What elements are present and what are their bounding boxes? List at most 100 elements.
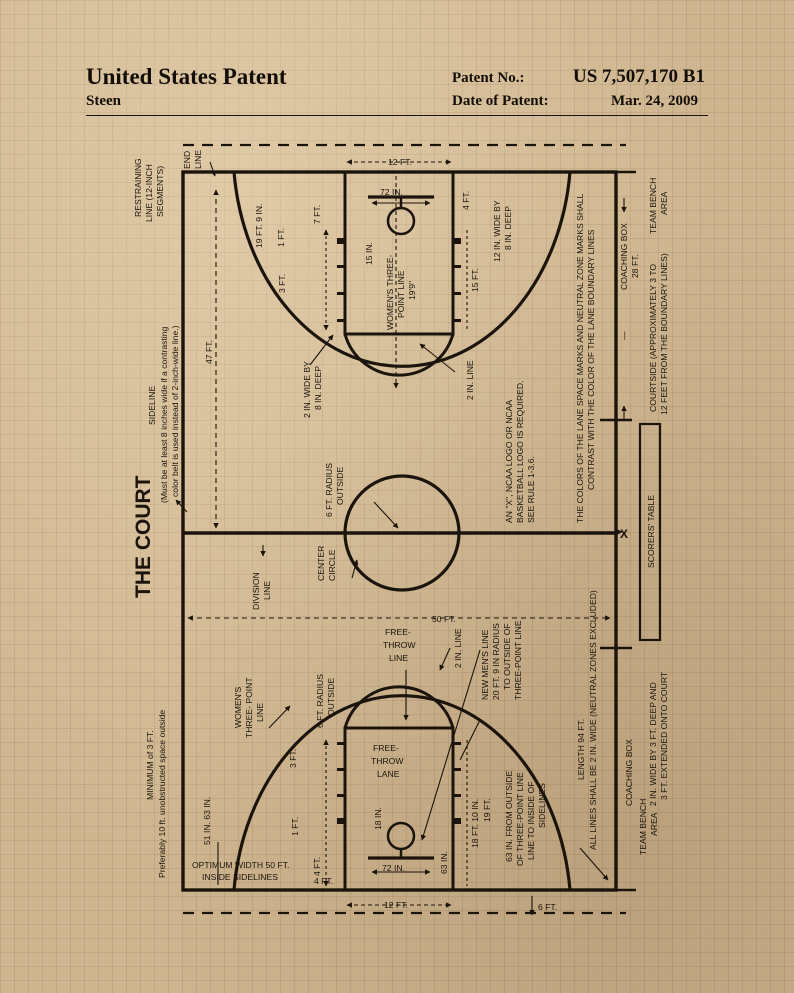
lane-mark-note-2: 8 IN. DEEP <box>503 206 513 250</box>
dim-72in-top: 72 IN. <box>380 187 403 197</box>
dim-4ft-top: 4 FT. <box>461 191 471 210</box>
center-circle-label-2: CIRCLE <box>327 549 337 581</box>
coaching-box-top-tick: — <box>619 331 629 340</box>
top-free-throw-circle <box>343 333 455 377</box>
coaching-box-bottom: COACHING BOX <box>624 739 634 806</box>
lane-color-note: THE COLORS OF THE LANE SPACE MARKS AND N… <box>575 193 585 523</box>
ncaa-note-3: SEE RULE 1-3.6. <box>526 456 536 523</box>
header-rule <box>86 115 708 116</box>
court-length-note: LENGTH 94 FT. <box>576 719 586 780</box>
dim-15ft: 15 FT. <box>470 268 480 292</box>
two-inch-line-bottom: 2 IN. LINE <box>453 628 463 668</box>
coaching-box-extension-note-2: 3 FT. EXTENDED ONTO COURT <box>659 671 669 800</box>
free-throw-lane-label: FREE- <box>373 743 399 753</box>
bottom-radius-note: 6 FT. RADIUS <box>315 674 325 728</box>
dim-19ft-9in: 19 FT. 9 IN. <box>254 204 264 248</box>
coaching-box-28ft: 28 FT. <box>630 254 640 278</box>
division-line-label-2: LINE <box>262 581 272 600</box>
courtside-note: COURTSIDE (APPROXIMATELY 3 TO <box>648 264 658 412</box>
dim-50ft: 50 FT. <box>432 614 456 624</box>
division-line-label: DIVISION <box>251 572 261 610</box>
court-length-note-2: ALL LINES SHALL BE 2 IN. WIDE (NEUTRAL Z… <box>588 590 598 850</box>
team-bench-bottom-2: AREA <box>649 812 659 836</box>
minimum-space-label: MINIMUM of 3 FT. <box>145 730 155 800</box>
bottom-basket-ring <box>386 821 416 851</box>
new-mens-line-note: NEW MEN'S LINE <box>480 629 490 700</box>
center-radius-note-2: OUTSIDE <box>335 467 345 505</box>
optimum-width-note-2: INSIDE SIDELINES <box>202 872 278 882</box>
end-line-label-2: LINE <box>193 150 203 169</box>
new-mens-line-note-4: THREE-POINT LINE <box>513 620 523 700</box>
womens-three-point-bottom: WOMEN'S <box>233 686 243 728</box>
free-throw-lane-label-2: THROW <box>371 756 404 766</box>
dim-19ft: 19 FT. <box>482 798 492 822</box>
team-bench-bottom: TEAM BENCH <box>638 799 648 855</box>
free-throw-line-label-2: THROW <box>383 640 416 650</box>
bottom-radius-note-2: OUTSIDE <box>326 678 336 716</box>
patent-number: US 7,507,170 B1 <box>573 66 705 87</box>
dim-51in-63in: 51 IN. 63 IN. <box>202 797 212 845</box>
lane-color-note-2: CONTRAST WITH THE COLOR OF THE LANE BOUN… <box>586 229 596 490</box>
minimum-space-label-2: Preferably 10 ft. unobstructed space out… <box>157 710 167 878</box>
top-three-point-line <box>232 171 572 368</box>
center-x-mark: X <box>620 527 628 541</box>
center-circle-label: CENTER <box>316 546 326 581</box>
free-throw-lane-label-3: LANE <box>377 769 400 779</box>
courtside-note-2: 12 FEET FROM THE BOUNDARY LINES) <box>659 253 669 415</box>
dim-72in-bottom: 72 IN. <box>382 863 405 873</box>
top-free-throw-lane <box>343 170 455 336</box>
three-point-clearance-note-4: SIDELINES <box>537 783 547 828</box>
coaching-box-extension-note: 2 IN. WIDE BY 3 FT. DEEP AND <box>648 682 658 806</box>
dim-12ft-bottom: 12 FT. <box>384 900 408 910</box>
dim-7ft: 7 FT. <box>312 205 322 224</box>
dim-63in: 63 IN. <box>439 851 449 874</box>
free-throw-line-label: FREE- <box>385 627 411 637</box>
sideline-note: (Must be at least 8 inches wide if a con… <box>159 327 169 503</box>
patent-date-label: Date of Patent: <box>452 93 549 109</box>
lane-mark-note: 12 IN. WIDE BY <box>492 200 502 262</box>
dim-1ft-top: 1 FT. <box>276 228 286 247</box>
restraining-line-label: RESTRAINING <box>133 158 143 217</box>
top-basket-ring <box>386 206 416 236</box>
bottom-free-throw-circle <box>343 685 455 729</box>
womens-three-point-top-3: 19'9" <box>407 281 417 300</box>
patent-date: Mar. 24, 2009 <box>611 93 698 109</box>
coaching-box-top: COACHING BOX <box>619 223 629 290</box>
three-point-clearance-note-3: LINE TO INSIDE OF <box>526 782 536 860</box>
team-bench-top: TEAM BENCH <box>648 178 658 234</box>
dim-18in: 18 IN. <box>373 807 383 830</box>
center-radius-note: 6 FT. RADIUS <box>324 463 334 517</box>
inventor-name: Steen <box>86 93 121 109</box>
womens-three-point-bottom-3: LINE <box>255 703 265 722</box>
three-point-clearance-note: 63 IN. FROM OUTSIDE <box>504 771 514 862</box>
dim-3ft-top: 3 FT. <box>277 274 287 293</box>
three-point-clearance-note-2: OF THREE-POINT LINE <box>515 772 525 866</box>
dim-47ft: 47 FT. <box>204 340 214 364</box>
womens-three-point-top: WOMEN'S THREE- <box>385 254 395 330</box>
free-throw-line-label-3: LINE <box>389 653 408 663</box>
ncaa-note-2: BASKETBALL LOGO IS REQUIRED. <box>515 381 525 523</box>
dim-4ft-bottom: 4 FT. <box>312 857 322 876</box>
dim-12ft-top: 12 FT. <box>388 157 412 167</box>
scorers-table-box <box>638 422 662 642</box>
patent-number-label: Patent No.: <box>452 70 525 86</box>
court-lines <box>181 170 662 892</box>
scorers-table-label: SCORERS' TABLE <box>646 495 656 568</box>
womens-three-point-bottom-2: THREE- POINT <box>244 677 254 738</box>
dim-15in: 15 IN. <box>364 242 374 265</box>
two-inch-wide-note-2: 8 IN. DEEP <box>313 366 323 410</box>
bottom-three-point-line <box>232 694 572 891</box>
restraining-line <box>183 143 626 915</box>
dim-1ft-bottom: 1 FT. <box>290 817 300 836</box>
center-circle <box>343 474 461 592</box>
dim-18ft-10in: 18 FT. 10 IN. <box>470 799 480 848</box>
sideline-note-2: color belt is used instead of 2-inch-wid… <box>170 325 180 497</box>
dimension-lines <box>175 159 627 916</box>
ncaa-note: AN "X", NCAA LOGO OR NCAA <box>504 400 514 523</box>
restraining-line-label-2: LINE (12-INCH <box>144 164 154 222</box>
end-line-label: END <box>182 151 192 169</box>
dim-6ft: 6 FT. <box>538 902 557 912</box>
bottom-free-throw-lane <box>343 726 455 892</box>
